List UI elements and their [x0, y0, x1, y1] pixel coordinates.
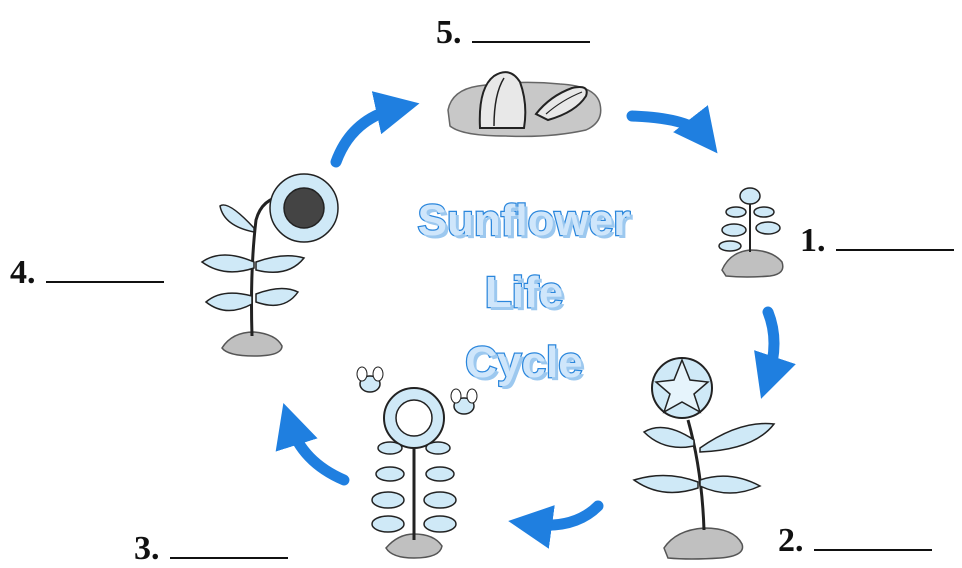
arrow-5-to-1 [626, 105, 718, 154]
arrow-1-to-2 [754, 306, 796, 399]
label-stage-2: 2. [778, 524, 932, 558]
answer-blank[interactable] [169, 533, 288, 559]
diagram-title-line-1: Sunflower [416, 195, 631, 247]
label-stage-4: 4. [10, 256, 164, 290]
label-number: 1. [800, 222, 826, 259]
diagram-title-line-3: Cycle [464, 337, 584, 389]
answer-blank[interactable] [471, 17, 590, 43]
label-stage-3: 3. [134, 532, 288, 566]
budding-plant-illustration [632, 357, 776, 560]
label-number: 4. [10, 254, 36, 291]
label-stage-5: 5. [436, 16, 590, 50]
seeds-illustration [447, 71, 602, 138]
blooming-flower-illustration [371, 387, 457, 559]
diagram-title-line-2: Life [484, 267, 565, 319]
mature-sunflower-illustration [200, 173, 339, 357]
answer-blank[interactable] [813, 525, 932, 551]
arrow-3-to-4 [275, 403, 350, 486]
answer-blank[interactable] [835, 225, 954, 251]
bee-icon [450, 388, 478, 415]
arrow-2-to-3 [508, 500, 604, 549]
sprout-illustration [718, 187, 784, 278]
label-number: 3. [134, 530, 160, 567]
label-stage-1: 1. [800, 224, 954, 258]
arrow-4-to-5 [330, 91, 420, 168]
label-number: 2. [778, 522, 804, 559]
answer-blank[interactable] [45, 257, 164, 283]
label-number: 5. [436, 14, 462, 51]
